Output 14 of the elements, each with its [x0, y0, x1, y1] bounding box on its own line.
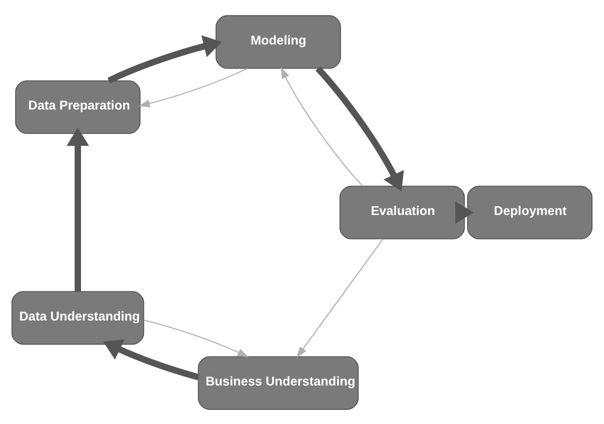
node-box: Data Understanding [12, 290, 144, 344]
arrow [107, 34, 222, 84]
arrow [296, 238, 384, 358]
arrow [138, 67, 248, 107]
node-box: Data Preparation [15, 80, 141, 134]
arrow [455, 200, 474, 224]
arrow [103, 338, 200, 380]
node-box: Deployment [467, 185, 592, 239]
arrow [66, 127, 90, 291]
arrow [280, 66, 363, 186]
node-box: Business Understanding [198, 356, 359, 410]
arrow [144, 319, 249, 357]
arrow [316, 66, 404, 191]
node-box: Modeling [216, 14, 341, 68]
